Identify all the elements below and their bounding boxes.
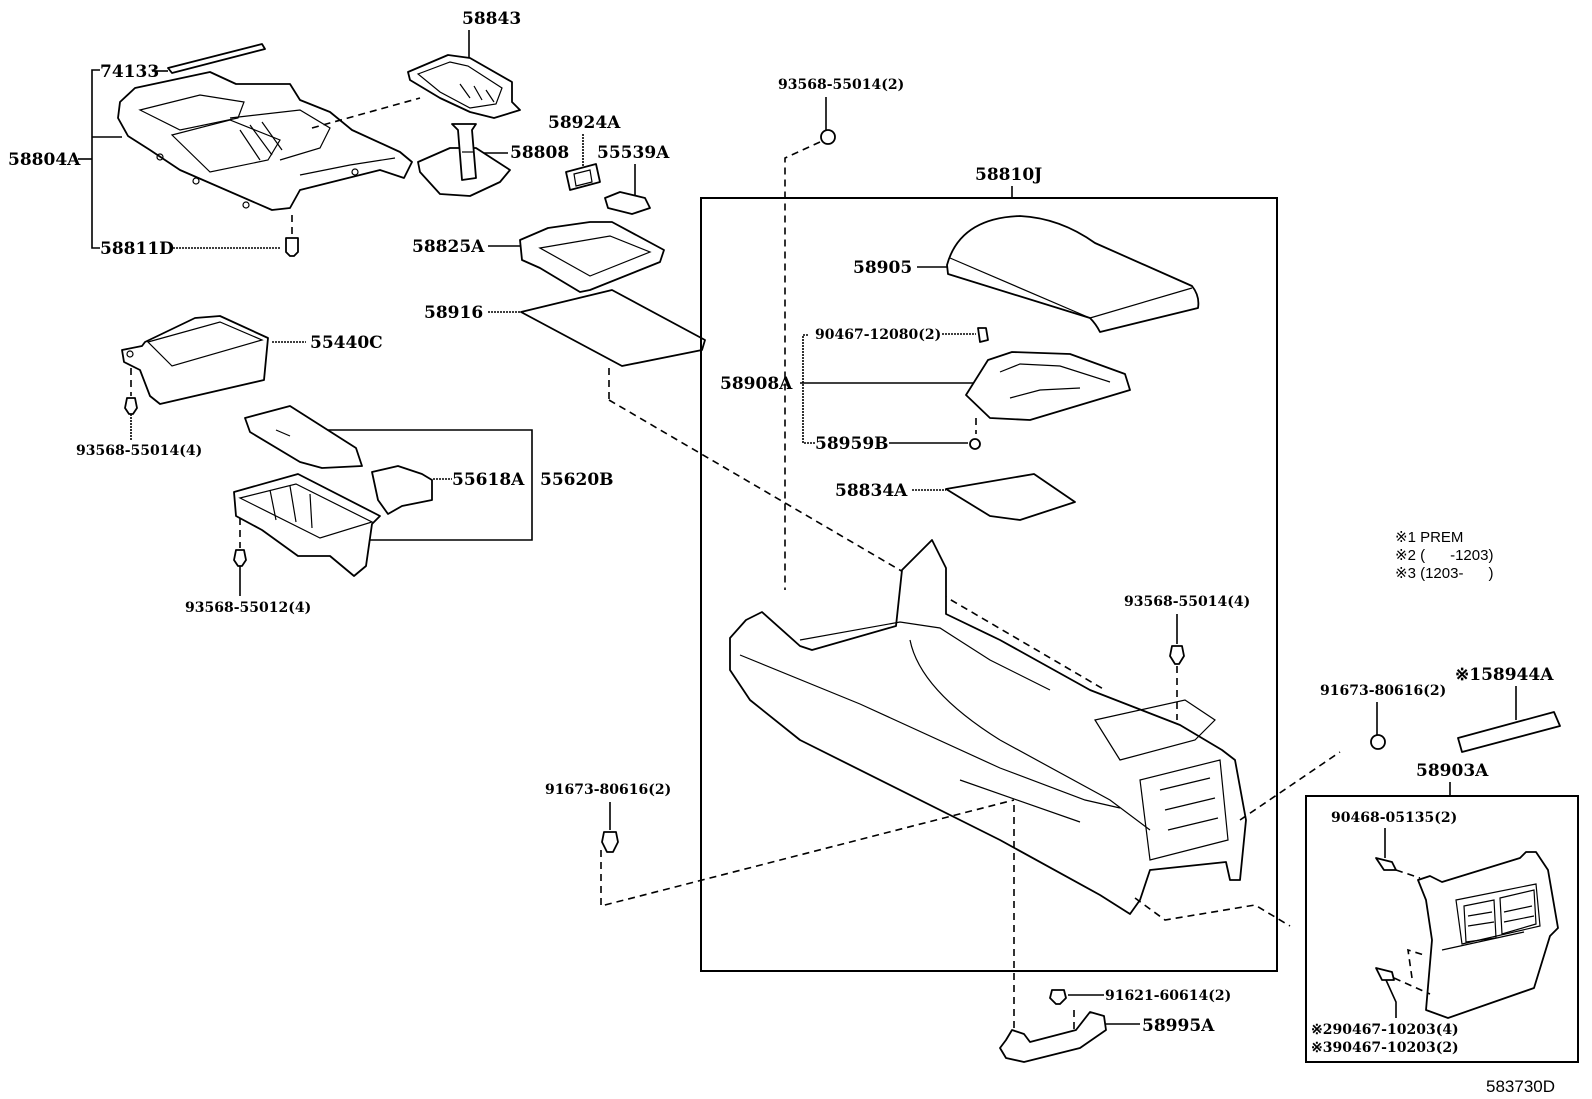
label-93568-55014-2[interactable]: 93568-55014(2) [778, 77, 904, 93]
notes: ※1 PREM ※2 ( -1203) ※3 (1203- ) [1395, 529, 1493, 582]
part-58843-group: 58843 [407, 9, 521, 119]
part-58995A-group: 91621-60614(2) 58995A [999, 988, 1231, 1063]
part-58916-mat[interactable] [520, 289, 706, 367]
part-55440C-pocket[interactable] [121, 315, 269, 405]
label-58825A[interactable]: 58825A [412, 237, 485, 257]
part-58825A-tray[interactable] [519, 221, 665, 293]
bracket-58804A [91, 69, 100, 249]
label-91621-60614-2[interactable]: 91621-60614(2) [1105, 988, 1231, 1004]
screw-icon [124, 397, 138, 415]
part-58843-bezel[interactable] [407, 54, 521, 119]
part-55440C-group: 55440C 93568-55014(4) [76, 315, 383, 459]
bracket-58908A [802, 334, 815, 444]
note-1: ※1 PREM [1395, 529, 1463, 546]
part-58804A-group: 58804A 74133 58811D [8, 43, 421, 259]
note-2: ※2 ( -1203) [1395, 547, 1493, 564]
label-91673-80616-2-left[interactable]: 91673-80616(2) [545, 782, 671, 798]
label-58808[interactable]: 58808 [510, 143, 569, 163]
screw-icon [233, 549, 247, 567]
dash-90467-10203 [1393, 977, 1431, 995]
label-55618A[interactable]: 55618A [452, 470, 525, 490]
label-90467-10203-2[interactable]: ※390467-10203(2) [1311, 1040, 1459, 1056]
label-74133[interactable]: 74133 [100, 62, 159, 82]
part-91673-right-group: 91673-80616(2) [1320, 683, 1446, 750]
label-93568-55012-4[interactable]: 93568-55012(4) [185, 600, 311, 616]
screw-icon [820, 129, 836, 145]
part-55620B-lid[interactable] [244, 405, 363, 469]
dash-93568-55014-2 [784, 141, 821, 590]
part-55618A-holder[interactable] [371, 465, 433, 515]
part-58924A-switch[interactable] [565, 163, 601, 191]
bolt-icon [601, 831, 619, 853]
diagram-code: 583730D [1486, 1077, 1555, 1096]
part-74133-strip[interactable] [167, 43, 266, 74]
dash-90468 [1395, 869, 1421, 879]
label-58959B[interactable]: 58959B [815, 434, 889, 454]
label-58843[interactable]: 58843 [462, 9, 521, 29]
label-58995A[interactable]: 58995A [1142, 1016, 1215, 1036]
label-90467-12080-2[interactable]: 90467-12080(2) [815, 327, 941, 343]
bolt-icon [1370, 734, 1386, 750]
part-58903A-rear-vent-panel[interactable] [1417, 851, 1559, 1019]
label-58903A[interactable]: 58903A [1416, 761, 1489, 781]
label-93568-55014-4-left[interactable]: 93568-55014(4) [76, 443, 202, 459]
part-58924A-group: 58924A 55539A [548, 113, 670, 215]
label-58916[interactable]: 58916 [424, 303, 483, 323]
part-58811D-clip[interactable] [285, 237, 299, 257]
part-58810J-group: 58810J 93568-55014(2) 58905 90467-12080(… [600, 77, 1341, 1030]
part-91673-left-group: 91673-80616(2) [545, 782, 671, 853]
label-55440C[interactable]: 55440C [310, 333, 383, 353]
part-58995A-bracket[interactable] [999, 1011, 1107, 1063]
label-58811D[interactable]: 58811D [100, 239, 174, 259]
part-58804A-panel[interactable] [117, 71, 413, 211]
dash-90467-10203-b [1407, 948, 1425, 979]
label-58834A[interactable]: 58834A [835, 481, 908, 501]
label-58924A[interactable]: 58924A [548, 113, 621, 133]
part-58916-group: 58916 [424, 289, 1106, 691]
label-90467-10203-4[interactable]: ※290467-10203(4) [1311, 1022, 1459, 1038]
note-3: ※3 (1203- ) [1395, 565, 1493, 582]
clip-icon [969, 438, 981, 450]
part-55620B-group: 55618A 55620B 93568-55012(4) [185, 405, 614, 616]
part-58825A-group: 58825A [412, 221, 665, 293]
label-90468-05135-2[interactable]: 90468-05135(2) [1331, 810, 1457, 826]
label-58810J[interactable]: 58810J [975, 165, 1042, 185]
part-58808-group: 58808 [417, 123, 569, 197]
part-58903A-group: 58903A 90468-05135(2) ※290467-10203(4) ※… [1305, 761, 1579, 1063]
part-58905-armrest-lid[interactable] [946, 215, 1200, 333]
dash-58804A-58843 [311, 97, 421, 129]
part-58944A-ornament[interactable] [1457, 711, 1561, 753]
bolt-icon [1049, 989, 1067, 1005]
bracket-55620B [272, 429, 533, 541]
part-console-body[interactable] [729, 539, 1247, 915]
label-58905[interactable]: 58905 [853, 258, 912, 278]
part-55539A-socket[interactable] [604, 191, 651, 215]
clip-icon [1375, 857, 1397, 871]
clip-icon [977, 327, 989, 343]
dash-console-58903A [1134, 897, 1291, 927]
label-55620B[interactable]: 55620B [540, 470, 614, 490]
box-58810J [700, 197, 1278, 972]
label-58908A[interactable]: 58908A [720, 374, 793, 394]
box-58903A [1305, 795, 1579, 1063]
label-58944A[interactable]: ※158944A [1455, 665, 1554, 685]
leader-90467-10203 [1385, 979, 1397, 1018]
label-55539A[interactable]: 55539A [597, 143, 670, 163]
clip-icon [1375, 967, 1395, 981]
dash-91673-right [1239, 751, 1341, 821]
part-58808-boot[interactable] [417, 123, 511, 197]
part-58834A-cover[interactable] [945, 473, 1076, 521]
part-58908A-hinge[interactable] [965, 351, 1131, 421]
label-93568-55014-4-right[interactable]: 93568-55014(4) [1124, 594, 1250, 610]
part-58944A-group: ※158944A [1455, 665, 1561, 753]
part-55620B-box[interactable] [233, 473, 381, 577]
label-91673-80616-2-right[interactable]: 91673-80616(2) [1320, 683, 1446, 699]
label-58804A[interactable]: 58804A [8, 150, 81, 170]
dash-91673-left [600, 799, 1015, 908]
screw-icon [1169, 645, 1185, 665]
